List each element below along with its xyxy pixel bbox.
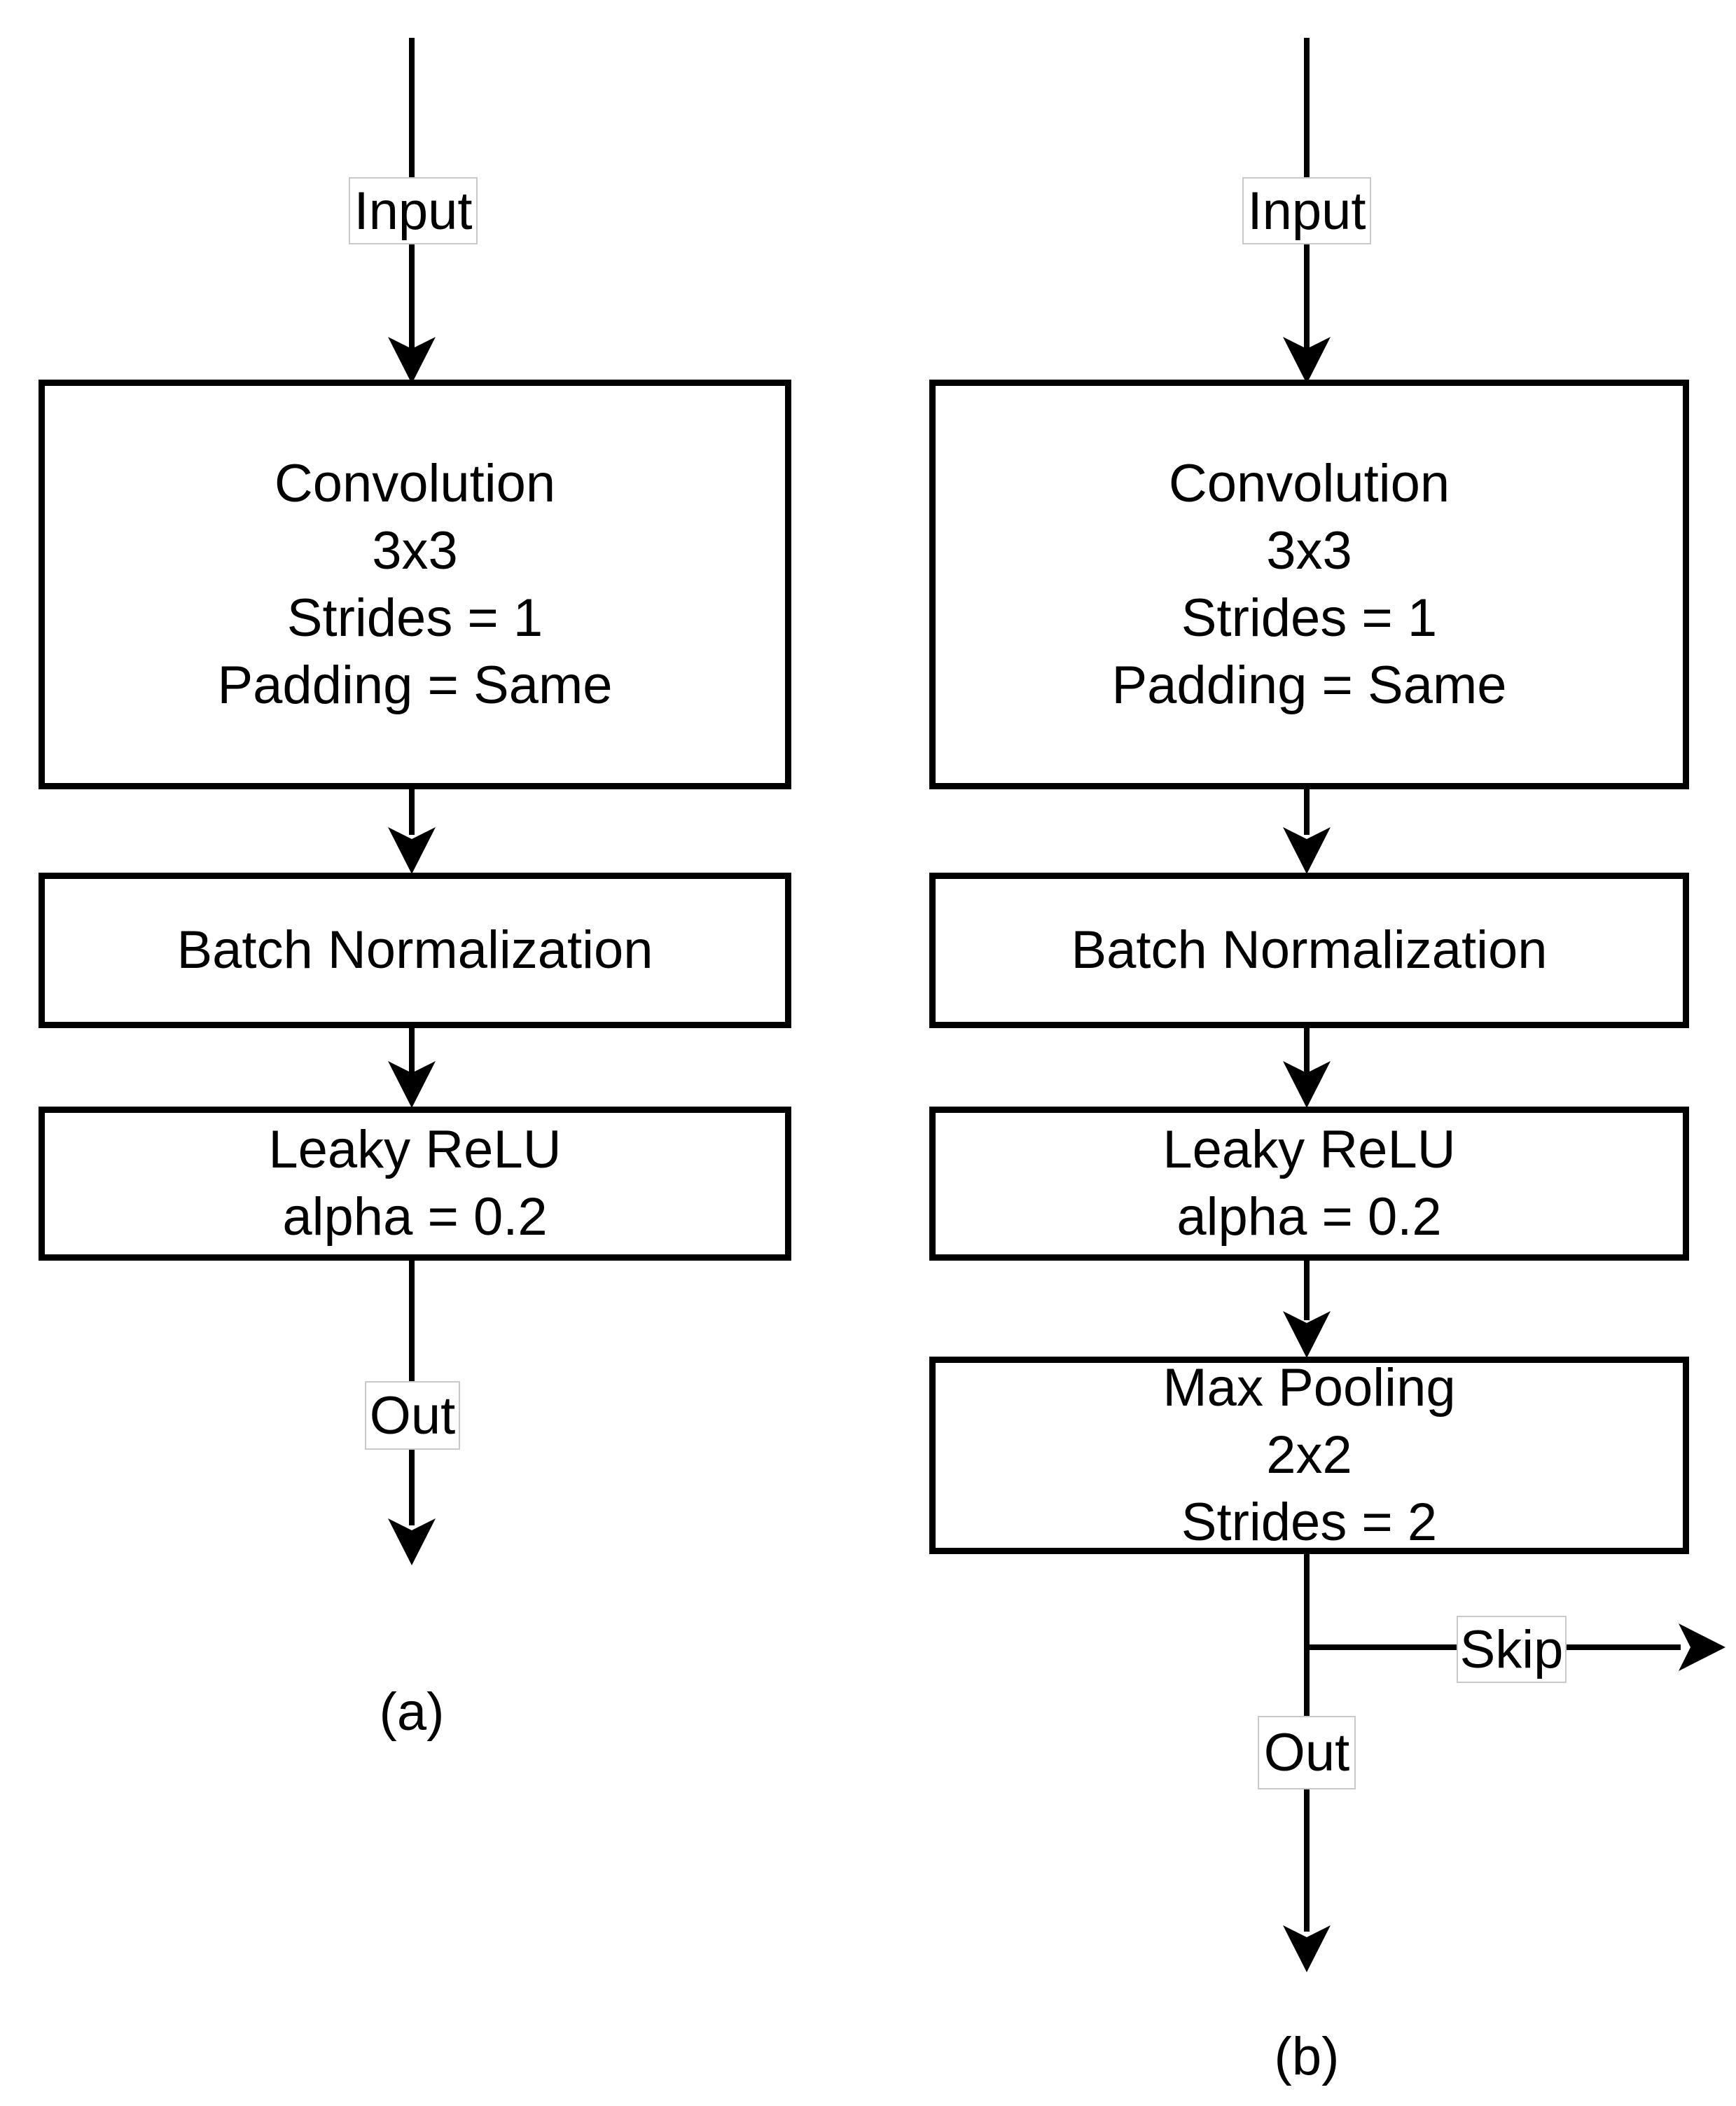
maxpool-box-b-line: 2x2 — [1266, 1425, 1352, 1485]
leaky-relu-box-b-line: alpha = 0.2 — [1176, 1187, 1442, 1247]
leaky-relu-box-b: Leaky ReLU alpha = 0.2 — [929, 1107, 1689, 1261]
skip-label-b: Skip — [1457, 1616, 1567, 1683]
conv-box-b-line: Padding = Same — [1111, 655, 1507, 715]
batchnorm-box-b-line: Batch Normalization — [1071, 920, 1548, 980]
input-label-b: Input — [1242, 177, 1371, 244]
batchnorm-to-leaky-arrowhead-b — [1283, 1061, 1331, 1108]
input-arrowhead-b — [1283, 337, 1331, 384]
conv-box-a-line: Strides = 1 — [286, 588, 543, 648]
conv-box-a-line: Padding = Same — [217, 655, 613, 715]
leaky-to-maxpool-arrowhead-b — [1283, 1311, 1331, 1358]
skip-arrowhead-b — [1679, 1623, 1725, 1671]
batchnorm-box-a-line: Batch Normalization — [176, 920, 653, 980]
batchnorm-box-b: Batch Normalization — [929, 873, 1689, 1028]
conv-to-batchnorm-arrowhead-a — [388, 827, 436, 874]
out-label-b: Out — [1258, 1716, 1356, 1789]
caption-b: (b) — [1274, 2027, 1340, 2086]
maxpool-box-b-line: Max Pooling — [1162, 1358, 1456, 1418]
out-arrowhead-b — [1283, 1925, 1331, 1972]
caption-a: (a) — [379, 1682, 445, 1742]
conv-box-b-line: Convolution — [1168, 453, 1450, 513]
leaky-relu-box-b-line: Leaky ReLU — [1162, 1120, 1456, 1179]
batchnorm-to-leaky-arrowhead-a — [388, 1061, 436, 1108]
conv-to-batchnorm-arrowhead-b — [1283, 827, 1331, 874]
conv-box-b-line: Strides = 1 — [1181, 588, 1438, 648]
conv-box-a-line: Convolution — [274, 453, 556, 513]
leaky-relu-box-a-line: Leaky ReLU — [268, 1120, 562, 1179]
maxpool-box-b: Max Pooling 2x2 Strides = 2 — [929, 1357, 1689, 1554]
leaky-relu-box-a-line: alpha = 0.2 — [282, 1187, 548, 1247]
conv-box-b: Convolution 3x3 Strides = 1 Padding = Sa… — [929, 380, 1689, 789]
input-arrowhead-a — [388, 337, 436, 384]
conv-box-a: Convolution 3x3 Strides = 1 Padding = Sa… — [39, 380, 791, 789]
conv-box-a-line: 3x3 — [372, 520, 458, 581]
out-label-a: Out — [365, 1381, 460, 1450]
out-arrowhead-a — [388, 1518, 436, 1565]
batchnorm-box-a: Batch Normalization — [39, 873, 791, 1028]
maxpool-box-b-line: Strides = 2 — [1181, 1492, 1438, 1552]
input-label-a: Input — [349, 177, 478, 244]
conv-box-b-line: 3x3 — [1266, 520, 1352, 581]
leaky-relu-box-a: Leaky ReLU alpha = 0.2 — [39, 1107, 791, 1261]
